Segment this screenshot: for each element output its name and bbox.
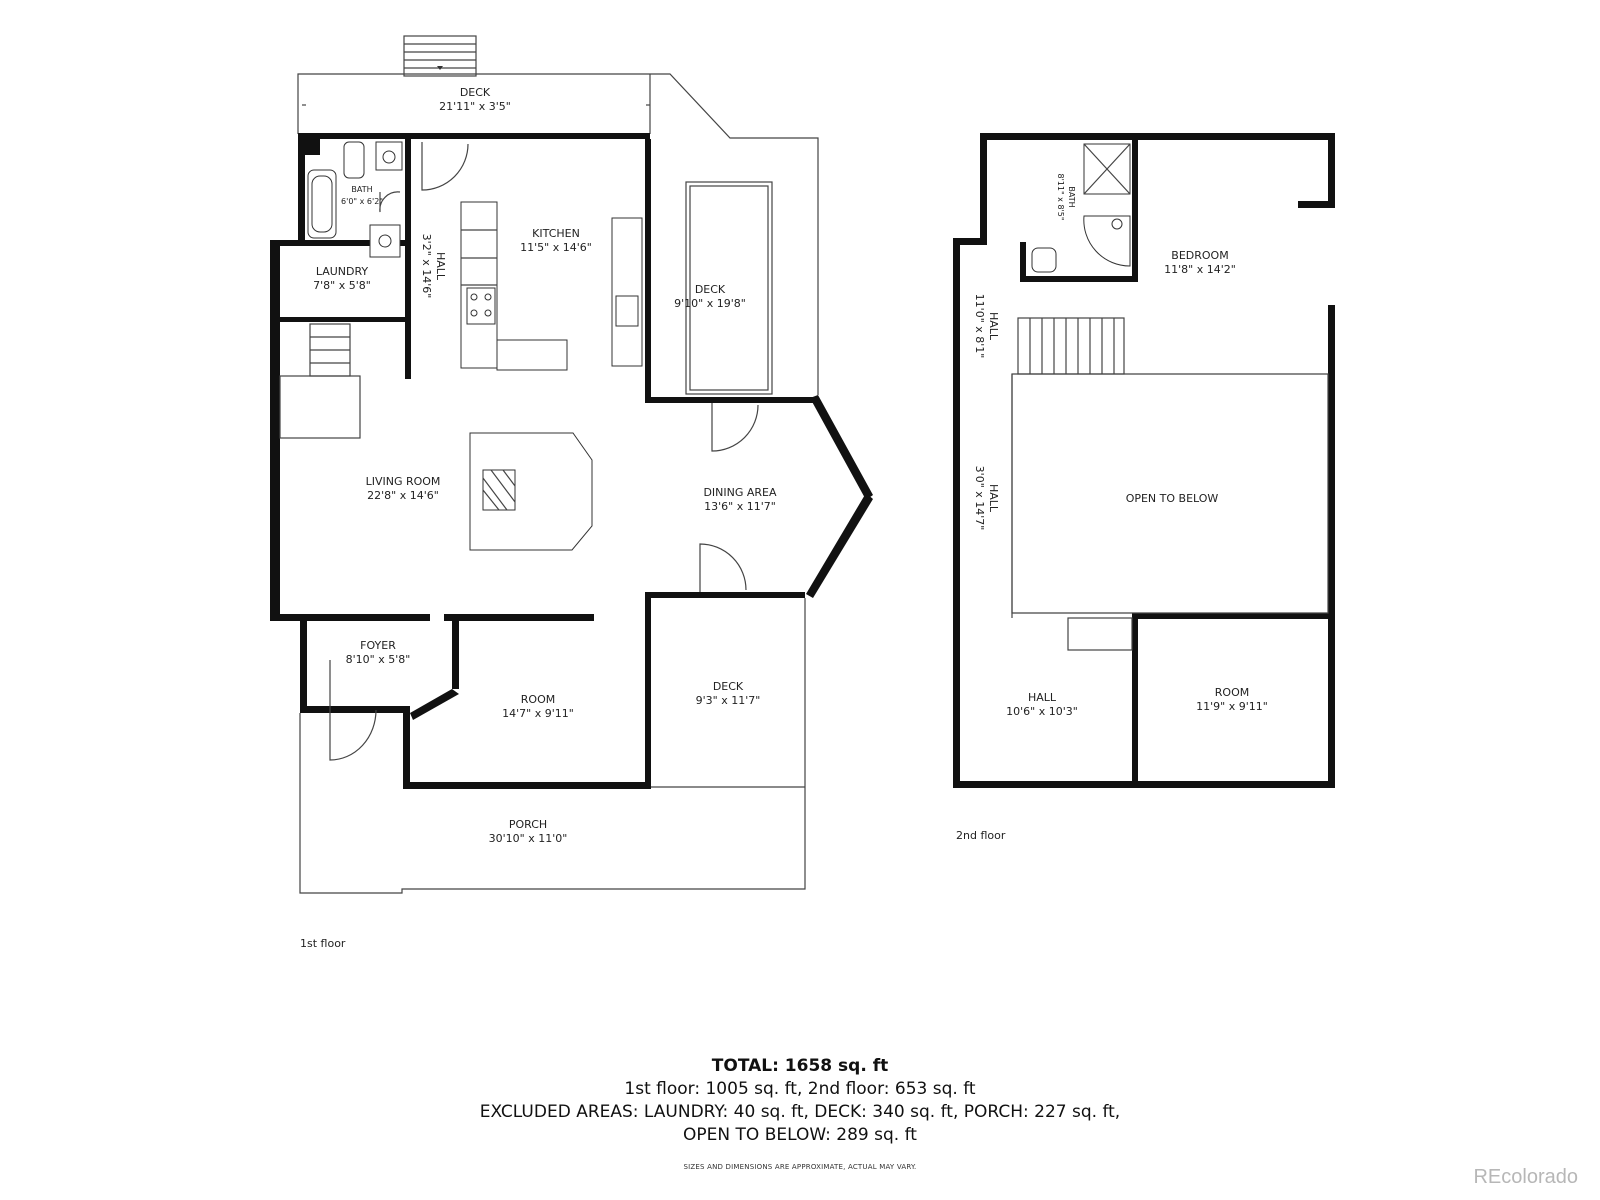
foyer-name: FOYER [360,639,396,652]
upper-hall-name: HALL [987,312,1000,341]
hall-name: HALL [434,252,447,281]
first-floor-bath-fixtures [307,141,403,258]
first-floor-walls [270,133,873,789]
open-to-below-area: OPEN TO BELOW: 289 sq. ft [683,1125,917,1145]
deck-top-dim: 21'11" x 3'5" [439,100,511,113]
first-floor-doors [329,142,759,761]
bath-dim: 6'0" x 6'2" [341,197,383,206]
area-summary: TOTAL: 1658 sq. ft 1st floor: 1005 sq. f… [0,1055,1600,1147]
deck-lower-dim: 9'3" x 11'7" [696,694,761,707]
second-floor-walls [953,133,1335,788]
laundry-dim: 7'8" x 5'8" [313,279,371,292]
upper-bath-dim: 8'11" x 8'5" [1056,173,1065,220]
fireplace [469,432,593,551]
upper-room-dim: 11'9" x 9'11" [1196,700,1268,713]
upper-hall-dim: 11'0" x 8'1" [973,294,986,359]
dining-area-dim: 13'6" x 11'7" [704,500,776,513]
excluded-areas: EXCLUDED AREAS: LAUNDRY: 40 sq. ft, DECK… [479,1102,1121,1122]
bath-name: BATH [351,185,372,194]
second-floor-label: 2nd floor [956,829,1006,842]
right-deck-rail [685,181,773,395]
deck-stairs [403,35,477,77]
mid-hall-name: HALL [987,484,1000,513]
first-floor-label: 1st floor [300,937,346,950]
dining-area-name: DINING AREA [703,486,777,499]
kitchen-dim: 11'5" x 14'6" [520,241,592,254]
foyer-dim: 8'10" x 5'8" [346,653,411,666]
upper-bath-name: BATH [1067,186,1076,207]
deck-right-name: DECK [695,283,726,296]
bedroom-name: BEDROOM [1171,249,1228,262]
first-floor-plan: DECK 21'11" x 3'5" BATH 6'0" x 6'2" HALL… [270,35,873,950]
floor-areas: 1st floor: 1005 sq. ft, 2nd floor: 653 s… [624,1079,976,1099]
brand-watermark: REcolorado [1473,1166,1578,1188]
deck-right-dim: 9'10" x 19'8" [674,297,746,310]
porch-name: PORCH [509,818,547,831]
room-name: ROOM [521,693,555,706]
second-floor-plan: BATH 8'11" x 8'5" BEDROOM 11'8" x 14'2" … [953,133,1335,842]
mid-hall-dim: 3'0" x 14'7" [973,466,986,531]
room-dim: 14'7" x 9'11" [502,707,574,720]
total-area: TOTAL: 1658 sq. ft [711,1056,889,1076]
living-room-name: LIVING ROOM [366,475,441,488]
second-floor-stairs [1017,317,1125,375]
second-floor-bath-fixtures [1031,143,1131,273]
deck-lower-name: DECK [713,680,744,693]
laundry-name: LAUNDRY [316,265,369,278]
living-room-dim: 22'8" x 14'6" [367,489,439,502]
kitchen-name: KITCHEN [532,227,580,240]
kitchen-fixtures [460,201,643,371]
open-to-below-name: OPEN TO BELOW [1126,492,1219,505]
deck-outline [297,73,819,395]
disclaimer: SIZES AND DIMENSIONS ARE APPROXIMATE, AC… [683,1163,917,1171]
lower-hall-dim: 10'6" x 10'3" [1006,705,1078,718]
bedroom-dim: 11'8" x 14'2" [1164,263,1236,276]
lower-hall-name: HALL [1028,691,1057,704]
porch-dim: 30'10" x 11'0" [489,832,568,845]
upper-room-name: ROOM [1215,686,1249,699]
hall-dim: 3'2" x 14'6" [420,234,433,299]
deck-top-name: DECK [460,86,491,99]
interior-stairs [279,323,361,439]
